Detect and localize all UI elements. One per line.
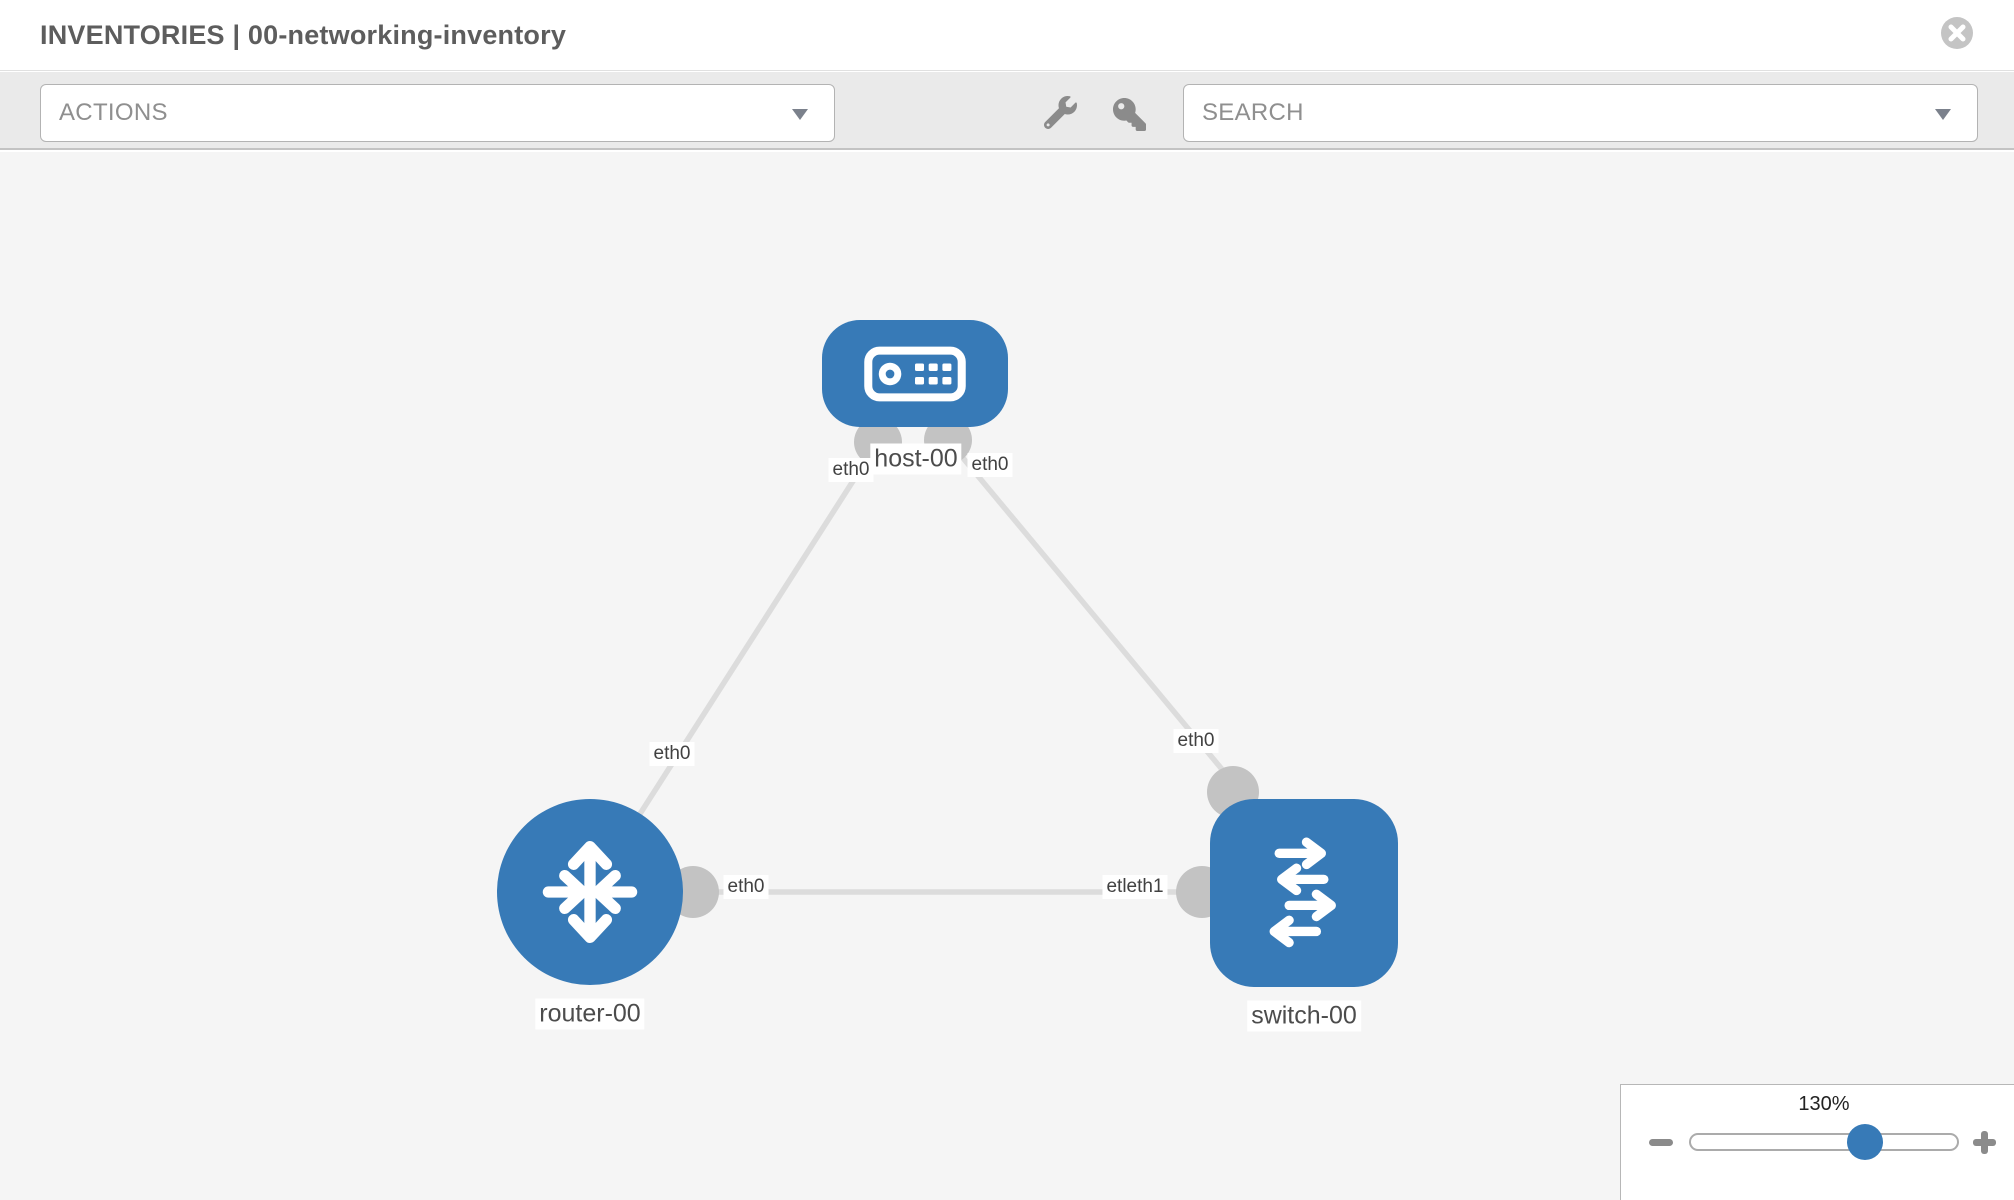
actions-dropdown-label: ACTIONS: [59, 99, 168, 126]
iface-label-router-switch-left: eth0: [723, 875, 769, 899]
actions-dropdown[interactable]: ACTIONS: [40, 84, 835, 142]
node-label-host: host-00: [870, 443, 962, 475]
host-icon: [864, 346, 966, 401]
router-icon: [542, 840, 638, 944]
chevron-down-icon: [792, 109, 808, 120]
zoom-panel: 130%: [1620, 1084, 2014, 1200]
wrench-button[interactable]: [1043, 96, 1084, 136]
iface-label-host-switch-link: eth0: [1173, 729, 1219, 753]
key-button[interactable]: [1113, 98, 1153, 138]
iface-label-host-left: eth0: [828, 458, 874, 482]
key-icon: [1113, 98, 1146, 131]
graph-links-layer: [587, 416, 1273, 918]
iface-label-host-right: eth0: [967, 453, 1013, 477]
close-icon: [1948, 24, 1966, 42]
page-title: INVENTORIES | 00-networking-inventory: [40, 20, 567, 50]
node-router[interactable]: [497, 799, 683, 985]
chevron-down-icon: [1935, 109, 1951, 120]
zoom-level: 130%: [1798, 1093, 1850, 1115]
node-label-router: router-00: [535, 998, 645, 1030]
node-switch[interactable]: [1210, 799, 1398, 987]
iface-label-router-switch-right: etleth1: [1102, 875, 1168, 899]
zoom-in-button[interactable]: [1973, 1131, 1996, 1154]
iface-label-host-router-link: eth0: [649, 742, 695, 766]
node-label-switch: switch-00: [1247, 1000, 1361, 1032]
toolbar: ACTIONS SEARCH: [0, 72, 2014, 150]
window-header: INVENTORIES | 00-networking-inventory: [0, 0, 2014, 71]
zoom-slider-track[interactable]: [1689, 1124, 1959, 1160]
node-host[interactable]: [822, 320, 1008, 427]
plus-icon: [1981, 1131, 1988, 1154]
close-button[interactable]: [1941, 17, 1973, 49]
search-dropdown[interactable]: SEARCH: [1183, 84, 1978, 142]
topology-canvas[interactable]: eth0 eth0 host-00 eth0 eth0 eth0 etleth1…: [0, 152, 2014, 1200]
wrench-icon: [1043, 96, 1077, 130]
zoom-out-button[interactable]: [1649, 1139, 1673, 1146]
link-host-switch[interactable]: [945, 438, 1273, 829]
switch-icon: [1269, 837, 1336, 948]
search-dropdown-label: SEARCH: [1202, 99, 1304, 126]
zoom-slider-thumb[interactable]: [1847, 1124, 1883, 1160]
